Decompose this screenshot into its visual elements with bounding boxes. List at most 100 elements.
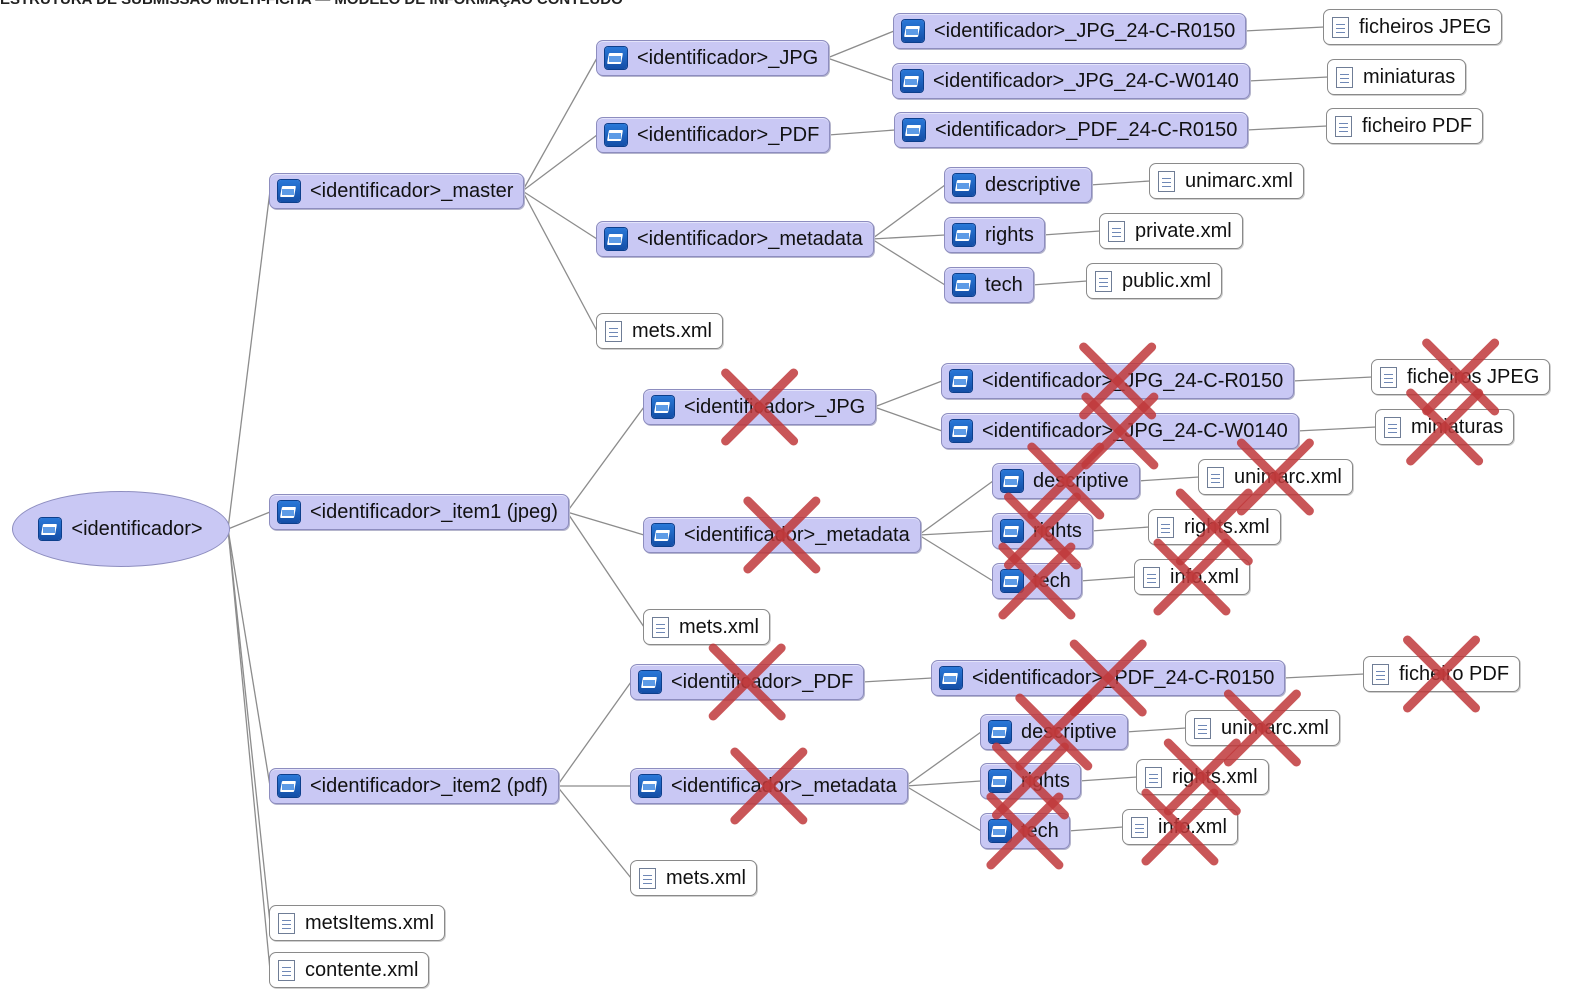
connector-m_pdf_r-m_pdf_r_f: [1246, 125, 1328, 131]
connector-i2_tech-i2_tech_f: [1067, 826, 1124, 832]
node-item2-unimarc[interactable]: unimarc.xml: [1185, 710, 1340, 746]
node-master-tech[interactable]: tech: [944, 267, 1034, 303]
connector-i1_rights-i1_rights_f: [1090, 526, 1150, 532]
connector-master-m_pdf: [522, 134, 598, 192]
connector-root-master: [227, 190, 271, 530]
folder-icon: [605, 124, 627, 146]
node-item2-descriptive[interactable]: descriptive: [980, 714, 1128, 750]
document-icon: [278, 912, 295, 934]
node-master-rights[interactable]: rights: [944, 217, 1045, 253]
document-icon: [639, 867, 656, 889]
folder-icon: [989, 820, 1011, 842]
folder-icon: [652, 396, 674, 418]
node-item2-info[interactable]: info.xml: [1122, 809, 1238, 845]
folder-icon: [902, 20, 924, 42]
node-master-descriptive[interactable]: descriptive: [944, 167, 1092, 203]
connector-root-item2: [227, 528, 271, 787]
node-item2[interactable]: <identificador>_item2 (pdf): [269, 768, 559, 804]
folder-icon: [652, 524, 674, 546]
node-item2-pdf-file[interactable]: ficheiro PDF: [1363, 656, 1521, 692]
node-master-metadata[interactable]: <identificador>_metadata: [596, 221, 874, 257]
node-master-jpg-w0140[interactable]: <identificador>_JPG_24-C-W0140: [892, 63, 1250, 99]
node-master[interactable]: <identificador>_master: [269, 173, 525, 209]
node-item1-unimarc[interactable]: unimarc.xml: [1198, 459, 1353, 495]
document-icon: [1207, 466, 1224, 488]
node-item1-thumbnails[interactable]: miniaturas: [1375, 409, 1515, 445]
connector-i2_rights-i2_rights_f: [1078, 776, 1138, 782]
connector-m_jpg-m_jpg_w: [827, 57, 894, 82]
node-label: metsItems.xml: [305, 911, 434, 934]
node-item1-jpg-w0140[interactable]: <identificador>_JPG_24-C-W0140: [941, 413, 1299, 449]
node-item1-mets[interactable]: mets.xml: [643, 609, 770, 645]
connector-i1_meta-i1_rights: [918, 530, 994, 536]
node-master-jpg-r0150[interactable]: <identificador>_JPG_24-C-R0150: [893, 13, 1247, 49]
node-item2-mets[interactable]: mets.xml: [630, 860, 757, 896]
connector-item2-i2_mets: [556, 785, 632, 879]
node-master-jpg[interactable]: <identificador>_JPG: [596, 40, 830, 76]
document-icon: [1336, 66, 1353, 88]
document-icon: [1372, 663, 1389, 685]
node-item1-descriptive[interactable]: descriptive: [992, 463, 1140, 499]
node-master-thumbnails[interactable]: miniaturas: [1327, 59, 1467, 95]
node-contente[interactable]: contente.xml: [269, 952, 430, 988]
node-item1-rights[interactable]: rights: [992, 513, 1093, 549]
node-master-pdf-file[interactable]: ficheiro PDF: [1326, 108, 1484, 144]
node-item2-pdf-r0150[interactable]: <identificador>_PDF_24-C-R0150: [931, 660, 1286, 696]
connector-m_jpg-m_jpg_r: [826, 30, 895, 59]
node-metsitems[interactable]: metsItems.xml: [269, 905, 445, 941]
connector-root-item1: [227, 511, 271, 530]
document-icon: [1145, 766, 1162, 788]
node-master-mets[interactable]: mets.xml: [596, 313, 723, 349]
node-master-pdf-r0150[interactable]: <identificador>_PDF_24-C-R0150: [894, 112, 1249, 148]
node-label: ficheiro PDF: [1399, 662, 1510, 685]
node-master-jpeg-files[interactable]: ficheiros JPEG: [1323, 9, 1503, 45]
node-item1[interactable]: <identificador>_item1 (jpeg): [269, 494, 569, 530]
node-label: <identificador>_PDF_24-C-R0150: [935, 118, 1238, 141]
node-label: <identificador>_PDF: [671, 670, 854, 693]
node-item1-rights-xml[interactable]: rights.xml: [1148, 509, 1281, 545]
connector-m_meta-m_desc: [871, 184, 946, 240]
node-label: <identificador>_JPG_24-C-R0150: [982, 369, 1284, 392]
node-master-pdf[interactable]: <identificador>_PDF: [596, 117, 831, 153]
connector-i2_meta-i2_rights: [905, 780, 982, 787]
connector-i1_desc-i1_desc_f: [1137, 476, 1200, 482]
node-item1-metadata[interactable]: <identificador>_metadata: [643, 517, 921, 553]
connector-m_jpg_w-m_jpg_w_f: [1247, 76, 1329, 82]
node-item1-info[interactable]: info.xml: [1134, 559, 1250, 595]
node-master-unimarc[interactable]: unimarc.xml: [1149, 163, 1304, 199]
folder-icon: [278, 180, 300, 202]
node-item2-pdf[interactable]: <identificador>_PDF: [630, 664, 865, 700]
node-label: descriptive: [1021, 720, 1117, 743]
diagram-title: ESTRUTURA DE SUBMISSÃO MULTI-FICHA — MOD…: [0, 0, 623, 8]
document-icon: [1384, 416, 1401, 438]
node-label: descriptive: [1033, 469, 1129, 492]
node-label: info.xml: [1170, 565, 1239, 588]
node-label: mets.xml: [666, 866, 746, 889]
connector-i1_jpg_w-i1_jpg_w_f: [1296, 426, 1377, 432]
node-item2-rights[interactable]: rights: [980, 763, 1081, 799]
node-item1-jpeg-files[interactable]: ficheiros JPEG: [1371, 359, 1551, 395]
node-label: ficheiros JPEG: [1359, 15, 1492, 38]
node-master-public[interactable]: public.xml: [1086, 263, 1222, 299]
connector-m_rights-m_rights_f: [1042, 230, 1101, 236]
document-icon: [605, 320, 622, 342]
node-item2-metadata[interactable]: <identificador>_metadata: [630, 768, 908, 804]
node-item1-jpg-r0150[interactable]: <identificador>_JPG_24-C-R0150: [941, 363, 1295, 399]
folder-icon: [953, 174, 975, 196]
node-item1-jpg[interactable]: <identificador>_JPG: [643, 389, 877, 425]
node-label: rights: [1021, 769, 1070, 792]
connector-i1_jpg-i1_jpg_w: [874, 406, 943, 432]
node-item2-tech[interactable]: tech: [980, 813, 1070, 849]
node-label: public.xml: [1122, 269, 1211, 292]
node-item2-rights-xml[interactable]: rights.xml: [1136, 759, 1269, 795]
node-label: <identificador>_metadata: [684, 523, 910, 546]
folder-icon: [605, 228, 627, 250]
connector-master-m_jpg: [521, 57, 598, 192]
node-master-private[interactable]: private.xml: [1099, 213, 1243, 249]
node-item1-tech[interactable]: tech: [992, 563, 1082, 599]
node-label: tech: [985, 273, 1023, 296]
node-root[interactable]: <identificador>: [12, 491, 230, 567]
node-label: descriptive: [985, 173, 1081, 196]
